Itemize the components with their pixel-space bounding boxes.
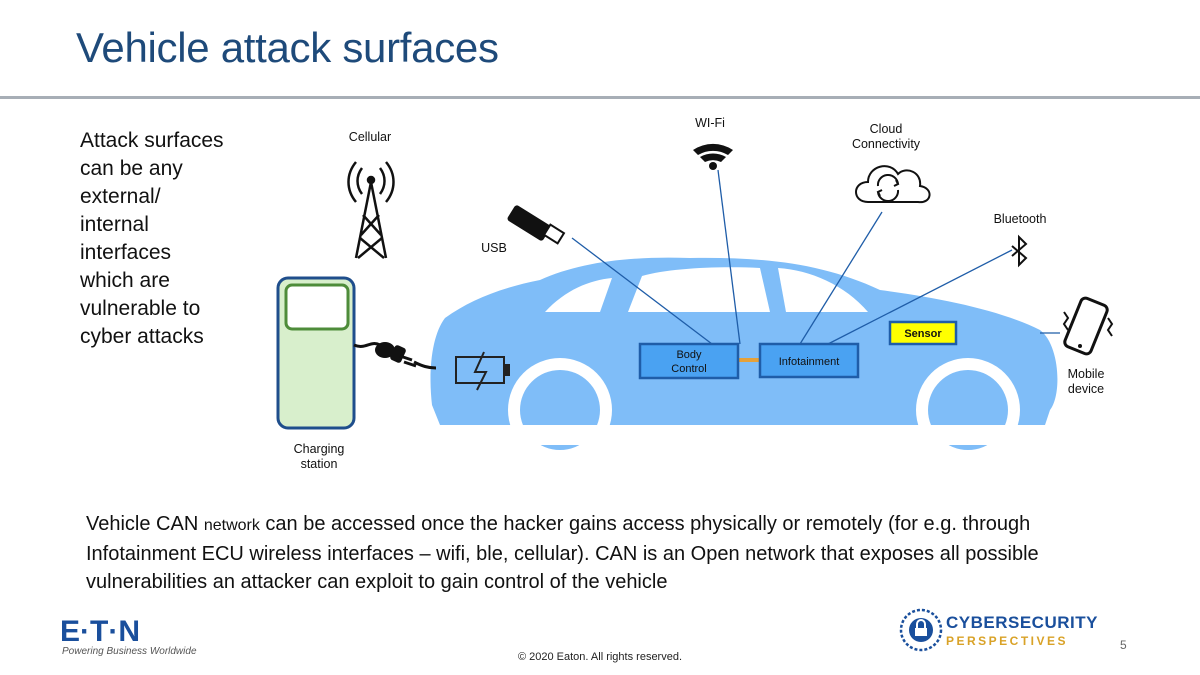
copyright-footer: © 2020 Eaton. All rights reserved.: [517, 651, 683, 663]
body-control-ecu: [638, 342, 740, 380]
mobile-label: Mobile device: [1067, 367, 1105, 396]
body-control-line2: Control: [671, 363, 706, 375]
infotainment-ecu: [758, 342, 860, 379]
car-front-window: [778, 268, 868, 312]
cyber-line2: PERSPECTIVES: [946, 634, 1068, 648]
can-text-network: network: [203, 517, 260, 534]
eaton-wordmark: E·T·N: [60, 615, 140, 648]
page-number: 5: [1120, 638, 1127, 652]
charging-label: Charging station: [293, 442, 345, 471]
cloud-icon: [855, 165, 931, 204]
usb-stick-icon: [507, 205, 566, 245]
charging-station-screen: [284, 283, 350, 331]
bluetooth-icon: [1011, 234, 1028, 268]
battery-charging-icon: [455, 351, 510, 391]
slide-title: Vehicle attack surfaces: [76, 24, 499, 71]
can-text-part-b: can be accessed once the hacker gains ac…: [86, 513, 1039, 593]
can-network-text: Vehicle CAN network can be accessed once…: [86, 510, 1086, 596]
cellular-label: Cellular: [348, 130, 392, 144]
infotainment-label: Infotainment: [779, 356, 840, 368]
cloud-label: Cloud Connectivity: [851, 122, 921, 151]
body-control-line1: Body: [676, 349, 702, 361]
eaton-tagline: Powering Business Worldwide: [62, 646, 197, 657]
car-rear-window: [545, 278, 612, 312]
can-text-part-a: Vehicle CAN: [86, 513, 204, 535]
connection-lines: [571, 169, 1060, 345]
attack-surfaces-text: Attack surfaces can be any external/ int…: [80, 129, 224, 348]
sensor-label: Sensor: [904, 328, 942, 340]
cellular-tower-icon: [347, 161, 395, 259]
cybersecurity-logo: CYBERSECURITY PERSPECTIVES: [899, 608, 1098, 652]
usb-label: USB: [481, 241, 507, 255]
mobile-phone-icon: [1062, 296, 1114, 356]
title-divider: [0, 96, 1200, 99]
charging-plug-icon: [353, 342, 437, 370]
sensor-box: [888, 320, 958, 346]
wifi-label: WI-Fi: [695, 116, 725, 130]
cyber-line1: CYBERSECURITY: [946, 613, 1098, 632]
bluetooth-label: Bluetooth: [993, 212, 1047, 226]
eaton-logo: E·T·N Powering Business Worldwide: [60, 615, 197, 657]
wifi-icon: [693, 143, 733, 170]
